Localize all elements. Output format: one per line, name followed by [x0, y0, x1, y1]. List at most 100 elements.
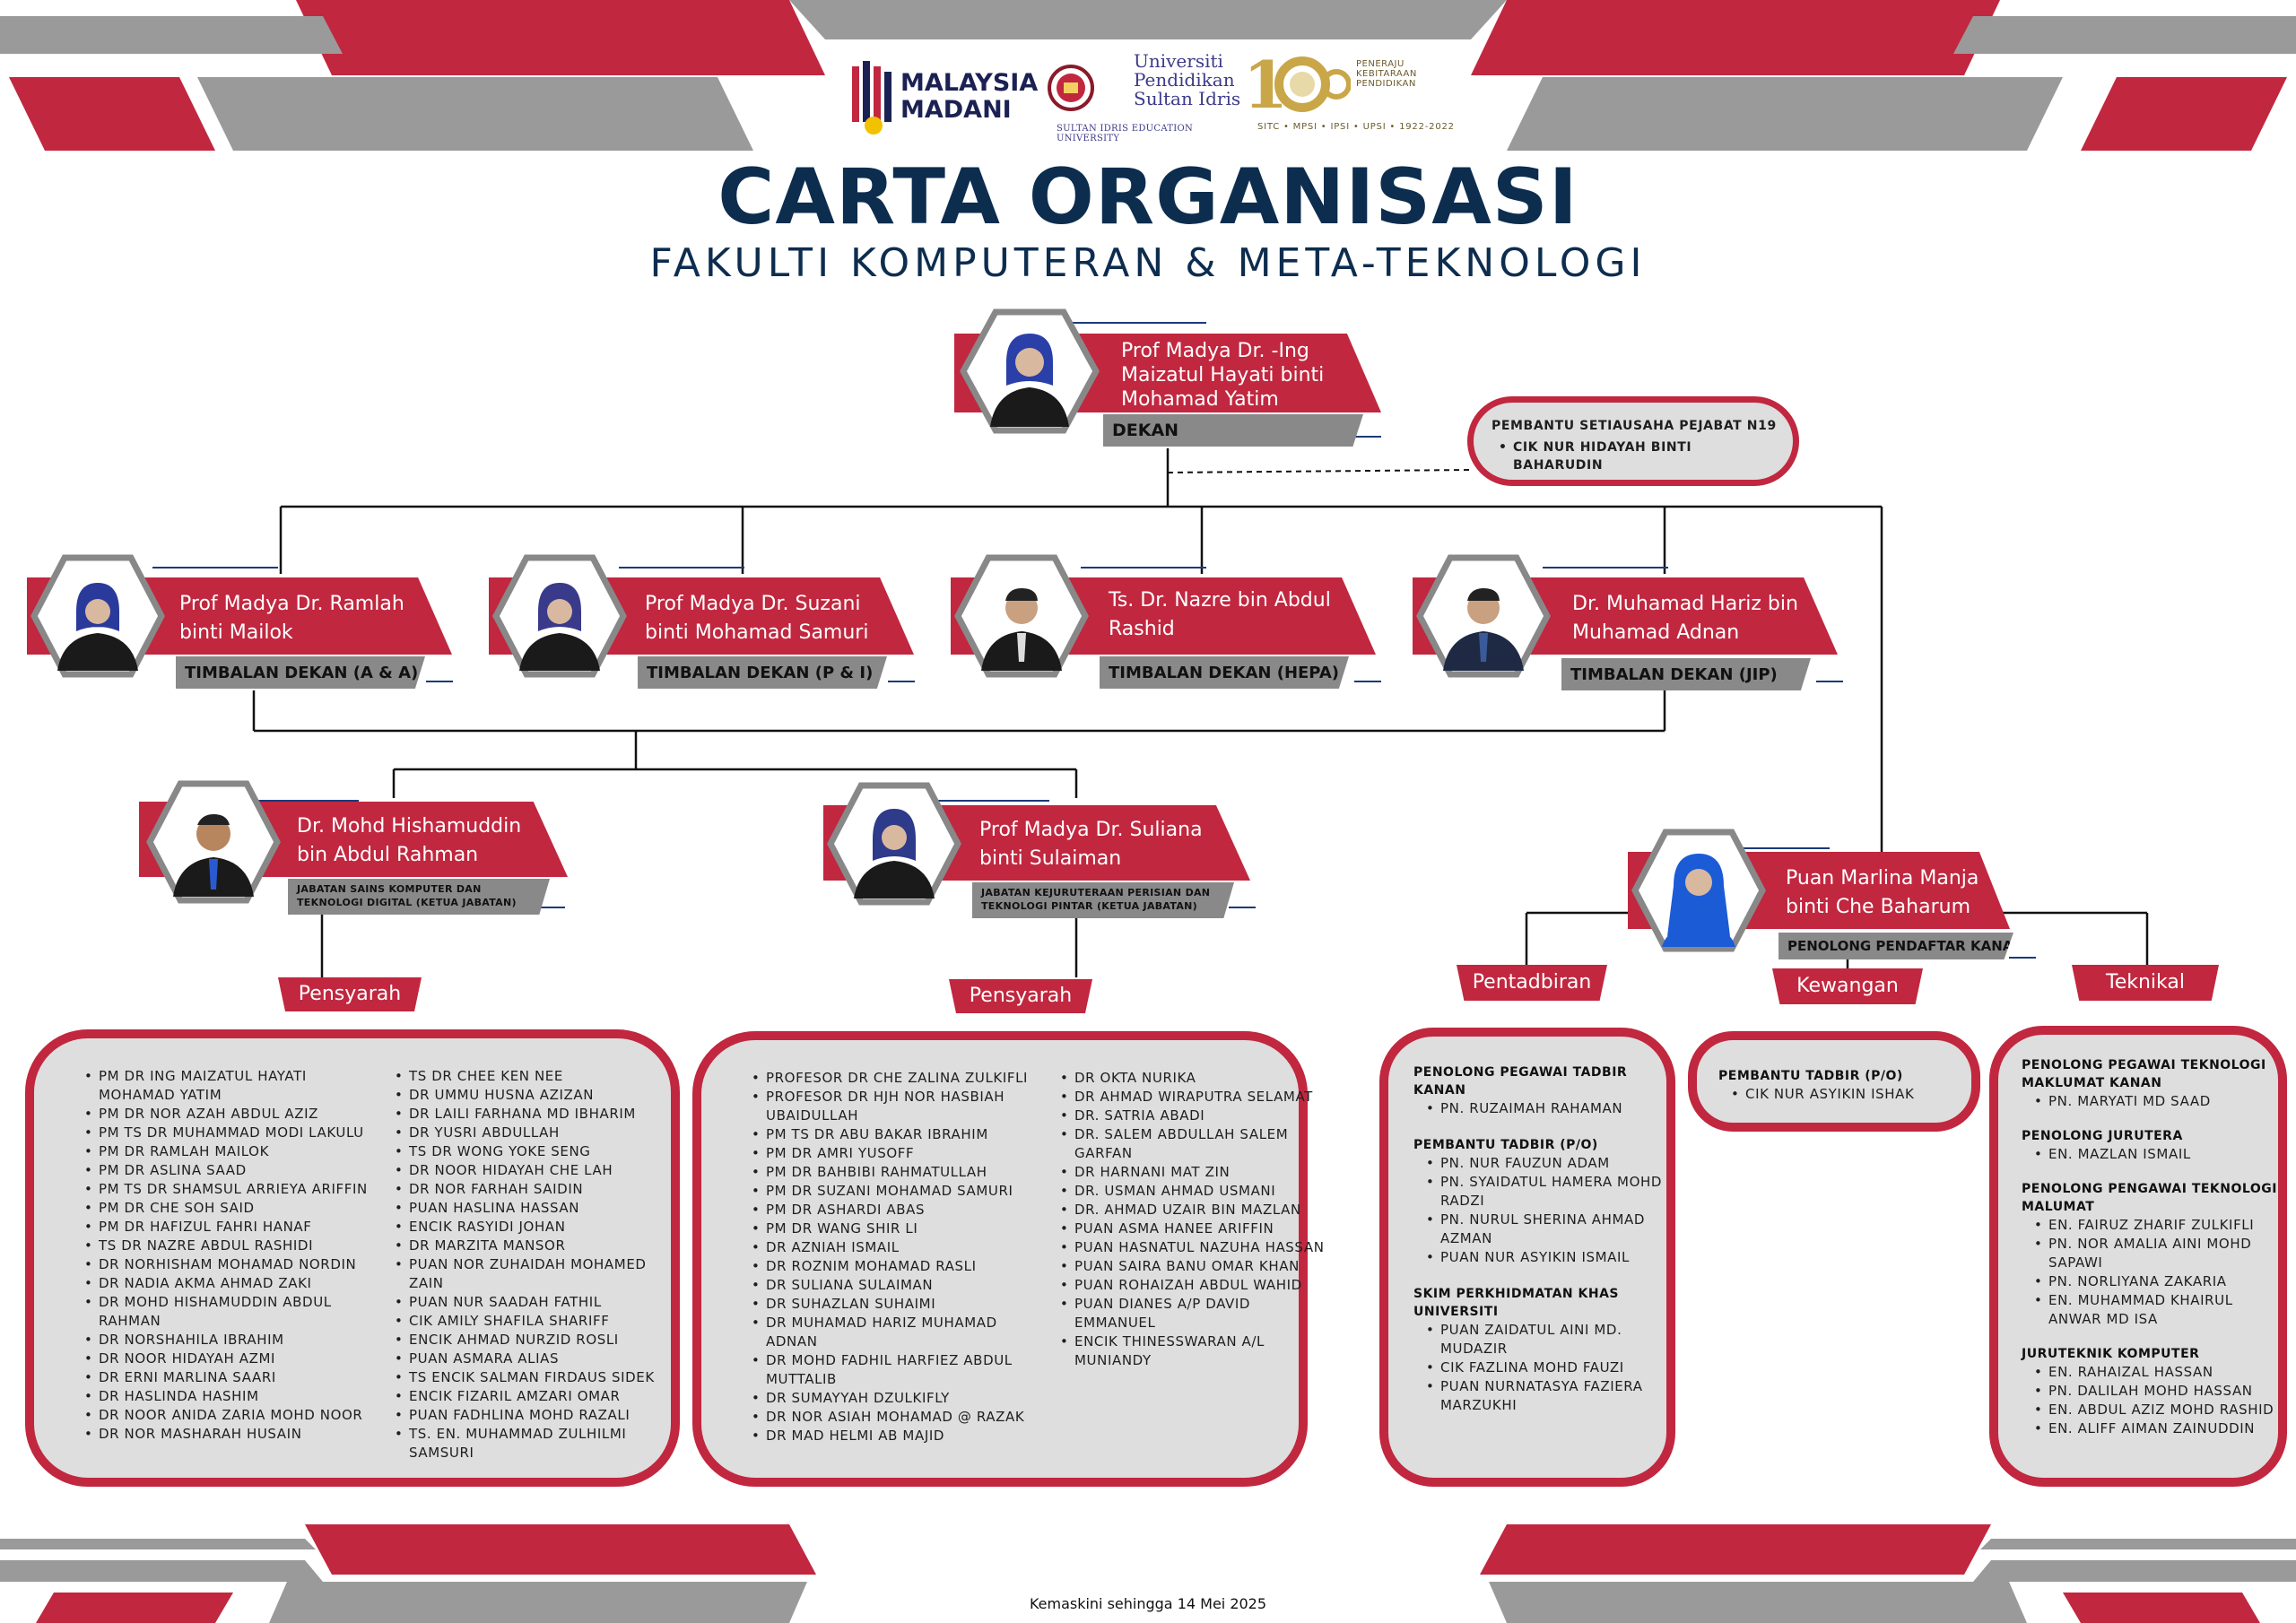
staff-list-item: TS. EN. MUHAMMAD ZULHILMI SAMSURI — [395, 1425, 673, 1462]
admin-sections: PENOLONG PEGAWAI TADBIR KANANPN. RUZAIMA… — [1413, 1063, 1665, 1433]
head-cs-photo — [146, 780, 281, 904]
deputy-jip-photo — [1416, 554, 1551, 678]
staff-list-item: PM DR CHE SOH SAID — [84, 1199, 380, 1218]
staff-list-item: PUAN HASNATUL NAZUHA HASSAN — [1060, 1238, 1329, 1257]
staff-list-item: TS DR NAZRE ABDUL RASHIDI — [84, 1237, 380, 1255]
head-se-name-line1: Prof Madya Dr. Suliana — [979, 819, 1203, 841]
centenary-100-emblem-icon: 1 — [1243, 47, 1352, 123]
lecturers-se-column-2: DR OKTA NURIKADR AHMAD WIRAPUTRA SELAMAT… — [1060, 1069, 1329, 1370]
staff-list-item: PUAN ASMARA ALIAS — [395, 1350, 673, 1368]
deputy-role-bar: TIMBALAN DEKAN (P & I) — [638, 656, 887, 689]
deputy-pi-name-line1: Prof Madya Dr. Suzani — [645, 593, 861, 615]
staff-list-item: PROFESOR DR CHE ZALINA ZULKIFLI — [752, 1069, 1048, 1088]
staff-list-item: PM DR ASHARDI ABAS — [752, 1201, 1048, 1219]
staff-section: SKIM PERKHIDMATAN KHAS UNIVERSITIPUAN ZA… — [1413, 1285, 1665, 1415]
head-se-name-line2: binti Sulaiman — [979, 847, 1122, 870]
deputy-aa-role: TIMBALAN DEKAN (A & A) — [185, 664, 419, 682]
staff-list-item: DR NOOR ANIDA ZARIA MOHD NOOR — [84, 1406, 380, 1425]
staff-list-item: PUAN FADHLINA MOHD RAZALI — [395, 1406, 673, 1425]
staff-list-item: PN. NOR AMALIA AINI MOHD SAPAWI — [2034, 1235, 2282, 1272]
staff-list-item: DR NORHISHAM MOHAMAD NORDIN — [84, 1255, 380, 1274]
staff-list-item: PM DR RAMLAH MAILOK — [84, 1142, 380, 1161]
staff-list-item: PUAN DIANES A/P DAVID EMMANUEL — [1060, 1295, 1329, 1332]
staff-list-item: PUAN ASMA HANEE ARIFFIN — [1060, 1219, 1329, 1238]
staff-list-item: CIK NUR ASYIKIN ISHAK — [1731, 1085, 1970, 1104]
head-cs-role-line2: TEKNOLOGI DIGITAL (KETUA JABATAN) — [297, 897, 517, 908]
tag-pentadbiran: Pentadbiran — [1457, 965, 1607, 1001]
person-avatar-icon — [1443, 588, 1524, 671]
secretary-title: PEMBANTU SETIAUSAHA PEJABAT N19 — [1492, 419, 1777, 433]
page-title: CARTA ORGANISASI — [718, 152, 1578, 242]
staff-list-item: PUAN HASLINA HASSAN — [395, 1199, 673, 1218]
admin-staff-box: PENOLONG PEGAWAI TADBIR KANANPN. RUZAIMA… — [1379, 1028, 1675, 1487]
staff-section: PENOLONG PENGAWAI TEKNOLOGI MALUMATEN. F… — [2022, 1180, 2282, 1329]
staff-section: PENOLONG PEGAWAI TADBIR KANANPN. RUZAIMA… — [1413, 1063, 1665, 1118]
staff-list-item: PN. SYAIDATUL HAMERA MOHD RADZI — [1426, 1173, 1665, 1211]
staff-list-item: DR NORSHAHILA IBRAHIM — [84, 1331, 380, 1350]
top-decorative-band — [0, 0, 2296, 215]
dean-role-bar: DEKAN — [1103, 414, 1363, 447]
staff-list-item: TS DR WONG YOKE SENG — [395, 1142, 673, 1161]
staff-section-title: PEMBANTU TADBIR (P/O) — [1718, 1069, 1903, 1083]
deputy-pi-role: TIMBALAN DEKAN (P & I) — [647, 664, 874, 682]
staff-section-title: PENOLONG JURUTERA — [2022, 1129, 2183, 1143]
staff-list-item: EN. MUHAMMAD KHAIRUL ANWAR MD ISA — [2034, 1291, 2282, 1329]
person-avatar-icon — [519, 583, 600, 671]
staff-section-title: PEMBANTU TADBIR (P/O) — [1413, 1138, 1598, 1152]
madani-emblem-icon — [852, 61, 891, 135]
staff-list-item: PN. RUZAIMAH RAHAMAN — [1426, 1099, 1665, 1118]
staff-section-list: CIK NUR ASYIKIN ISHAK — [1718, 1085, 1970, 1104]
staff-list-item: DR HASLINDA HASHIM — [84, 1387, 380, 1406]
staff-list-item: ENCIK FIZARIL AMZARI OMAR — [395, 1387, 673, 1406]
c100-line2: KEBITARAAN — [1356, 69, 1417, 79]
deputy-role-bar: TIMBALAN DEKAN (JIP) — [1561, 658, 1811, 690]
staff-list-item: DR. SALEM ABDULLAH SALEM GARFAN — [1060, 1125, 1329, 1163]
centenary-tagline: PENERAJU KEBITARAAN PENDIDIKAN — [1356, 59, 1417, 89]
finance-staff-box: PEMBANTU TADBIR (P/O) CIK NUR ASYIKIN ISH… — [1688, 1031, 1980, 1132]
upsi-line3: Sultan Idris — [1134, 88, 1241, 109]
staff-list-item: EN. RAHAIZAL HASSAN — [2034, 1363, 2282, 1382]
staff-list-item: EN. ABDUL AZIZ MOHD RASHID — [2034, 1401, 2282, 1419]
staff-list-item: EN. ALIFF AIMAN ZAINUDDIN — [2034, 1419, 2282, 1438]
staff-list-item: DR. SATRIA ABADI — [1060, 1107, 1329, 1125]
staff-section-list: EN. FAIRUZ ZHARIF ZULKIFLIPN. NOR AMALIA… — [2022, 1216, 2282, 1329]
staff-list-item: PUAN NUR ASYIKIN ISMAIL — [1426, 1248, 1665, 1267]
staff-section-list: EN. RAHAIZAL HASSANPN. DALILAH MOHD HASS… — [2022, 1363, 2282, 1438]
technical-staff-box: PENOLONG PEGAWAI TEKNOLOGI MAKLUMAT KANA… — [1989, 1026, 2287, 1487]
staff-list-item: PM DR ASLINA SAAD — [84, 1161, 380, 1180]
staff-section-title: PENOLONG PEGAWAI TADBIR KANAN — [1413, 1065, 1628, 1098]
dean-photo — [960, 308, 1100, 434]
last-updated-note: Kemaskini sehingga 14 Mei 2025 — [1029, 1595, 1267, 1612]
staff-section-title: PENOLONG PENGAWAI TEKNOLOGI MALUMAT — [2022, 1182, 2277, 1214]
head-cs-role-line1: JABATAN SAINS KOMPUTER DAN — [297, 883, 482, 895]
staff-list-item: TS DR CHEE KEN NEE — [395, 1067, 673, 1086]
staff-section: PENOLONG JURUTERAEN. MAZLAN ISMAIL — [2022, 1127, 2282, 1164]
staff-list-item: DR SULIANA SULAIMAN — [752, 1276, 1048, 1295]
staff-list-item: DR MOHD HISHAMUDDIN ABDUL RAHMAN — [84, 1293, 380, 1331]
finance-sections: PEMBANTU TADBIR (P/O) CIK NUR ASYIKIN ISH… — [1718, 1067, 1970, 1104]
malaysia-madani-logo: MALAYSIA MADANI — [848, 57, 1038, 138]
centenary-100-logo: 1 — [1243, 47, 1467, 145]
deputy-name-bar: Prof Madya Dr. Suzani binti Mohamad Samu… — [489, 577, 914, 655]
person-avatar-icon — [57, 583, 138, 671]
head-cs-name-line1: Dr. Mohd Hishamuddin — [297, 815, 522, 838]
staff-list-item: DR SUMAYYAH DZULKIFLY — [752, 1389, 1048, 1408]
staff-list-item: PM DR ING MAIZATUL HAYATI MOHAMAD YATIM — [84, 1067, 380, 1105]
staff-section-list: PN. RUZAIMAH RAHAMAN — [1413, 1099, 1665, 1118]
staff-list-item: PN. NORLIYANA ZAKARIA — [2034, 1272, 2282, 1291]
tag-kewangan: Kewangan — [1772, 968, 1923, 1004]
registrar-role: PENOLONG PENDAFTAR KANAN — [1787, 938, 2024, 954]
staff-list-item: DR ROZNIM MOHAMAD RASLI — [752, 1257, 1048, 1276]
registrar-role-bar: PENOLONG PENDAFTAR KANAN — [1779, 933, 2013, 959]
staff-list-item: DR AZNIAH ISMAIL — [752, 1238, 1048, 1257]
centenary-years: SITC • MPSI • IPSI • UPSI • 1922-2022 — [1257, 122, 1455, 132]
deputy-role-bar: TIMBALAN DEKAN (HEPA) — [1100, 656, 1349, 689]
person-avatar-icon — [1662, 854, 1735, 947]
staff-section-title: JURUTEKNIK KOMPUTER — [2022, 1347, 2200, 1361]
staff-list-item: CIK FAZLINA MOHD FAUZI — [1426, 1358, 1665, 1377]
staff-list-item: DR YUSRI ABDULLAH — [395, 1124, 673, 1142]
staff-list-item: DR NOR MASHARAH HUSAIN — [84, 1425, 380, 1444]
staff-section-list: PN. NUR FAUZUN ADAMPN. SYAIDATUL HAMERA … — [1413, 1154, 1665, 1267]
staff-list-item: ENCIK THINESSWARAN A/L MUNIANDY — [1060, 1332, 1329, 1370]
head-se-photo — [827, 782, 961, 906]
